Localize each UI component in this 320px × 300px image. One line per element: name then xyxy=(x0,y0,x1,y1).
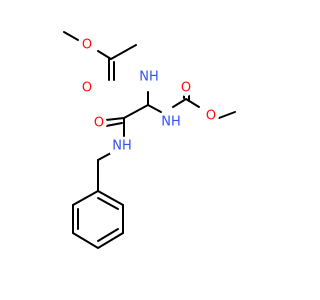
atom-label: O xyxy=(94,116,104,131)
atom-n-carbamate-2: NH xyxy=(159,114,183,130)
bond-n3-benzyl xyxy=(97,152,112,161)
bond-o-c1 xyxy=(97,50,112,60)
bond-methyl1-o xyxy=(63,31,79,41)
atom-n-amide: NH xyxy=(110,138,134,154)
bonds xyxy=(63,31,236,250)
bond-n2-c2 xyxy=(172,98,187,108)
atom-label: O xyxy=(82,38,92,53)
atom-o-carbonyl-1: O xyxy=(79,80,95,96)
atom-label: O xyxy=(181,81,191,96)
bond-ch1-n2 xyxy=(147,104,162,113)
atom-o-ether-1: O xyxy=(79,37,95,53)
atom-labels: O O NH O O O NH NH xyxy=(79,37,219,154)
atom-label: NH xyxy=(161,115,181,130)
atom-label: NH xyxy=(139,70,159,85)
benzene-ring xyxy=(72,189,124,250)
atom-o-carbonyl-2: O xyxy=(178,80,194,96)
atom-o-ether-2: O xyxy=(203,108,219,124)
molecule-structure-diagram: O O NH O O O NH NH xyxy=(63,31,236,250)
atom-n-carbamate-1: NH xyxy=(139,69,159,85)
bond-ch1-ch2 xyxy=(123,104,149,119)
bond-amide-o-double-a xyxy=(105,117,125,121)
atom-o-amide: O xyxy=(91,115,107,131)
atom-label: O xyxy=(82,81,92,96)
bond-amide-o-double-b xyxy=(105,122,123,127)
bond-o2-methyl2 xyxy=(218,111,236,119)
bond-c2-o2 xyxy=(185,98,200,108)
atom-label: NH xyxy=(112,139,132,154)
ring-double-1 xyxy=(97,197,119,210)
ring-double-2 xyxy=(97,228,119,242)
bond-c1-n1 xyxy=(110,44,137,60)
atom-label: O xyxy=(206,109,216,124)
